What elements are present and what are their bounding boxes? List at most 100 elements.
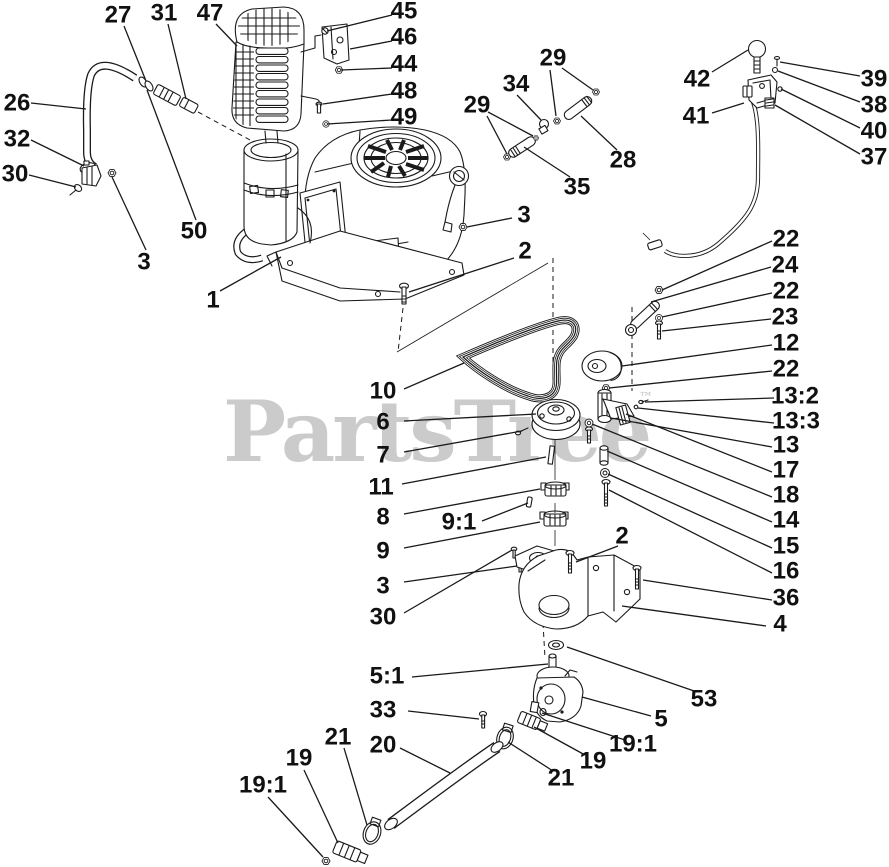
- callout-label-3: 3: [376, 573, 389, 600]
- coupling-9: [539, 510, 569, 527]
- nut-19-1b: [321, 857, 331, 865]
- callout-label-29: 29: [540, 45, 567, 72]
- nut-3b: [458, 223, 468, 231]
- callout-label-42: 42: [684, 66, 711, 93]
- callout-label-9-1: 9:1: [442, 509, 477, 536]
- leader-line: [607, 473, 773, 549]
- callout-label-4: 4: [773, 611, 787, 638]
- leader-line: [407, 710, 480, 720]
- leader-line: [30, 139, 85, 167]
- cable-end: [647, 239, 663, 251]
- callout-label-12: 12: [773, 330, 800, 357]
- leader-line: [549, 69, 557, 117]
- coupling-8: [540, 481, 570, 497]
- washer-18: [584, 418, 594, 428]
- leader-line: [111, 176, 147, 251]
- callout-label-22: 22: [773, 356, 800, 383]
- leader-line: [403, 413, 537, 422]
- fitting-19a: [517, 711, 549, 732]
- callout-label-5-1: 5:1: [370, 663, 405, 690]
- callout-label-31: 31: [151, 0, 178, 27]
- callout-label-40: 40: [861, 118, 888, 145]
- leader-line: [625, 413, 773, 473]
- leader-line: [267, 796, 324, 858]
- bracket-4: [518, 548, 642, 630]
- washer-13-3: [633, 404, 639, 410]
- leader-line: [575, 545, 619, 563]
- nut-38b: [759, 83, 765, 89]
- oring-19-1a: [539, 707, 547, 717]
- knob-42: [747, 39, 767, 59]
- callout-label-35: 35: [564, 174, 591, 201]
- callout-label-19-1: 19:1: [609, 731, 657, 758]
- callout-label-8: 8: [376, 504, 389, 531]
- leader-line: [644, 397, 775, 403]
- leader-line: [403, 488, 541, 515]
- leader-line: [403, 430, 523, 453]
- leader-line: [610, 417, 773, 448]
- leader-line: [779, 61, 861, 77]
- hydraulic-hose: [321, 741, 504, 865]
- leader-line: [608, 370, 773, 389]
- leader-line: [303, 769, 339, 844]
- callout-label-53: 53: [691, 686, 718, 713]
- leader-line: [507, 741, 554, 772]
- leader-line: [167, 23, 187, 100]
- spindle-pulley: [514, 398, 581, 441]
- callout-label-3: 3: [517, 202, 530, 229]
- nut-22a: [654, 286, 664, 294]
- leader-line: [481, 502, 529, 522]
- leader-line: [399, 747, 451, 774]
- callout-label-50: 50: [181, 218, 208, 245]
- leader-line: [621, 605, 767, 627]
- leader-line: [486, 115, 508, 155]
- callout-label-2: 2: [615, 523, 628, 550]
- callout-label-19-1: 19:1: [239, 772, 287, 799]
- leader-line: [146, 89, 197, 221]
- fastener-stacks: [584, 418, 611, 507]
- callout-label-36: 36: [773, 585, 800, 612]
- watermark: PartsTree: [223, 382, 649, 481]
- leader-line: [123, 25, 147, 82]
- leader-line: [566, 646, 698, 693]
- clamp-21b: [362, 816, 382, 845]
- leader-line: [533, 726, 586, 756]
- air-cleaner: [233, 138, 313, 264]
- callout-label-26: 26: [4, 90, 31, 117]
- leader-line: [642, 579, 773, 601]
- leader-line: [650, 266, 772, 303]
- callout-label-33: 33: [370, 697, 397, 724]
- leader-line: [561, 67, 594, 91]
- callout-label-38: 38: [861, 92, 888, 119]
- choke-cable: [642, 39, 783, 258]
- callout-label-22: 22: [773, 226, 800, 253]
- leader-line: [487, 111, 534, 137]
- nut-38: [771, 66, 779, 74]
- leader-line: [343, 747, 368, 826]
- callout-label-24: 24: [772, 252, 799, 279]
- callout-label-27: 27: [105, 2, 132, 29]
- callout-label-39: 39: [861, 66, 888, 93]
- callout-label-13-3: 13:3: [772, 408, 820, 435]
- leader-line: [608, 489, 773, 574]
- nut-3: [107, 169, 117, 177]
- drive-belt: [455, 316, 580, 403]
- key-11: [547, 445, 556, 465]
- leader-line: [637, 407, 775, 424]
- callout-label-37: 37: [861, 144, 888, 171]
- callout-label-48: 48: [391, 78, 418, 105]
- leader-line: [466, 217, 513, 228]
- callout-label-5: 5: [654, 706, 667, 733]
- callout-label-19: 19: [286, 745, 313, 772]
- callout-label-21: 21: [325, 724, 352, 751]
- leader-line: [774, 104, 861, 155]
- leader-line: [606, 450, 773, 523]
- pump-assembly: [478, 639, 584, 750]
- leader-line: [580, 115, 618, 151]
- leader-line: [581, 696, 652, 717]
- leader-line: [403, 549, 513, 614]
- leader-line: [711, 49, 749, 73]
